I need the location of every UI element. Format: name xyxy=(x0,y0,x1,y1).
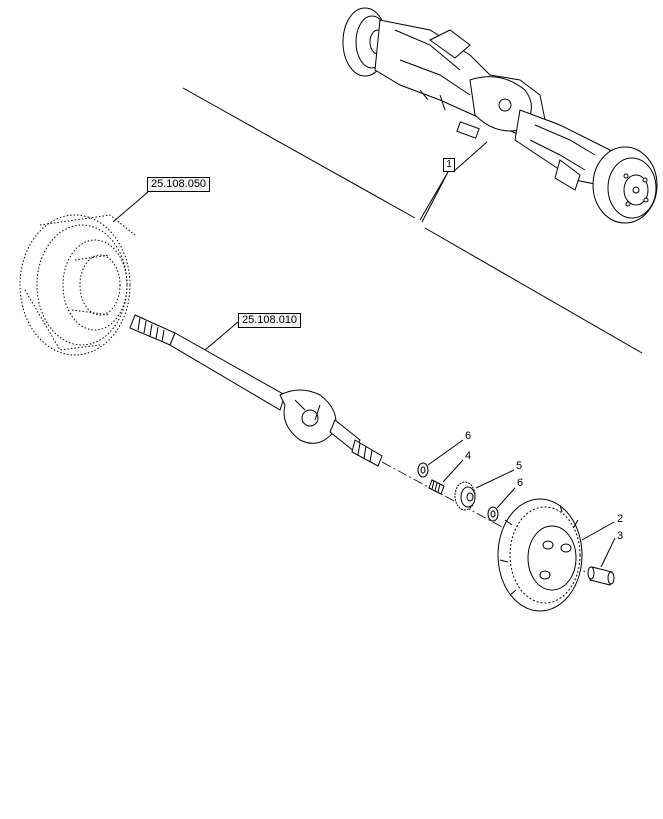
callout-washer-left: 6 xyxy=(465,430,472,442)
hub-housing-illustration xyxy=(19,214,136,356)
shaft-reference-label[interactable]: 25.108.010 xyxy=(238,313,302,328)
section-lines xyxy=(182,87,643,354)
callout-gear: 5 xyxy=(516,460,523,472)
callout-pin: 3 xyxy=(617,530,624,542)
callout-leader-gear xyxy=(475,469,515,489)
callout-carrier: 2 xyxy=(617,513,624,525)
assembly-callout: 1 xyxy=(443,158,455,172)
callout-leader-pin xyxy=(600,537,616,568)
planet-carrier xyxy=(497,498,583,612)
thrust-washer-left xyxy=(417,462,429,478)
thrust-washer-right xyxy=(487,506,499,522)
axle-assembly-illustration xyxy=(342,7,658,224)
hub-reference-label[interactable]: 25.108.050 xyxy=(147,177,211,192)
callout-leader-pinion xyxy=(442,459,464,483)
planet-gear xyxy=(454,481,476,511)
callout-washer-right: 6 xyxy=(517,477,524,489)
hub-ref-leader xyxy=(112,191,149,223)
callout-leader-washer-left xyxy=(427,439,464,466)
callout-pinion: 4 xyxy=(465,450,472,462)
callout-leader-carrier xyxy=(581,521,615,541)
shaft-ref-leader xyxy=(204,321,239,351)
planet-pinion xyxy=(428,479,445,495)
callout-leader-washer-right xyxy=(496,487,516,509)
planet-pin xyxy=(587,566,615,586)
axle-shaft-illustration xyxy=(129,314,383,467)
